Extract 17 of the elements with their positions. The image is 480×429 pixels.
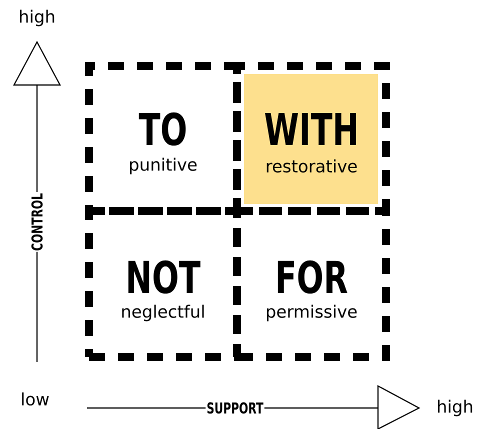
axis-end-label: high xyxy=(20,10,54,26)
quadrant-heading: NOT xyxy=(128,260,200,294)
dashed-quadrant xyxy=(85,207,241,361)
quadrant-label: restorative xyxy=(266,159,357,173)
quadrant-heading: WITH xyxy=(265,112,356,146)
dashed-quadrant xyxy=(233,207,390,361)
quadrant-heading: TO xyxy=(138,112,186,146)
dashed-quadrant xyxy=(233,62,390,215)
dashed-quadrant xyxy=(85,62,241,215)
axis-end-label: low xyxy=(22,392,49,406)
axis-label: SUPPORT xyxy=(206,401,264,415)
axis-end-label: high xyxy=(438,400,472,416)
quadrant-label: permissive xyxy=(266,304,357,322)
quadrant-label: neglectful xyxy=(122,304,204,322)
quadrant-label: punitive xyxy=(130,158,197,174)
axis-label: CONTROL xyxy=(30,192,44,252)
quadrant-heading: FOR xyxy=(278,260,348,294)
